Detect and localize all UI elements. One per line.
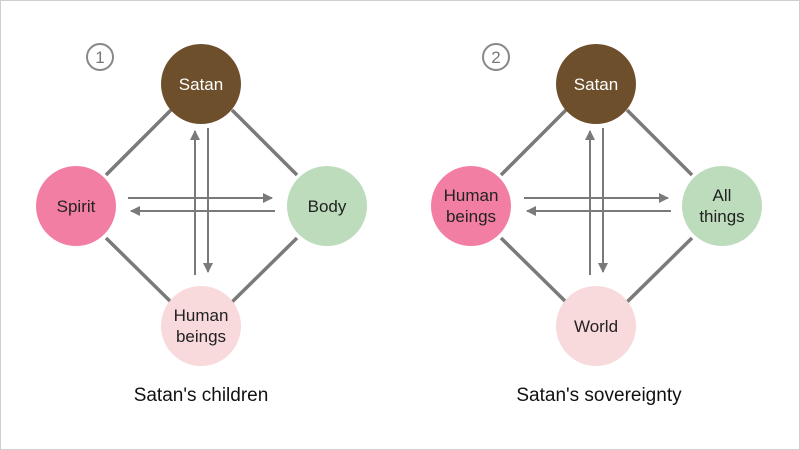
diagram-2-caption: Satan's sovereignty [516,385,682,406]
diagram-1-arrows [128,128,275,275]
connector-top-left [104,108,173,177]
node-label: World [574,317,618,336]
node-label-line-2: beings [176,327,226,346]
diagram-1-number-badge: 1 [86,43,114,71]
diagram-2-connectors [499,108,694,304]
connector-top-left [499,108,568,177]
diagram-1-node-bottom: Human beings [161,286,241,366]
node-label-line-2: things [699,207,744,226]
diagram-2-number: 2 [491,48,500,67]
diagram-2-arrows [524,128,671,275]
diagram-1-node-top: Satan [161,44,241,124]
node-label: Body [308,197,347,216]
connector-right-bottom [625,236,694,304]
node-label: Satan [179,75,223,94]
diagram-2-node-right: All things [682,166,762,246]
diagram-1-node-left: Spirit [36,166,116,246]
connector-right-bottom [230,236,299,304]
diagram-1-number: 1 [95,48,104,67]
diagram-1-connectors [104,108,299,304]
connector-top-right [625,108,694,177]
diagram-2: 2 Satan Human beings All things [431,43,762,406]
node-label-line-2: beings [446,207,496,226]
node-label-line-1: Human [174,306,229,325]
diagram-1-node-right: Body [287,166,367,246]
connector-left-bottom [499,236,568,304]
diagram-1: 1 Satan Spirit Body [36,43,367,406]
connector-top-right [230,108,299,177]
node-label: Spirit [57,197,96,216]
diagram-2-node-top: Satan [556,44,636,124]
diagram-2-node-left: Human beings [431,166,511,246]
diagram-2-node-bottom: World [556,286,636,366]
node-label-line-1: Human [444,186,499,205]
connector-left-bottom [104,236,173,304]
node-label-line-1: All [713,186,732,205]
node-label: Satan [574,75,618,94]
diagram-1-caption: Satan's children [134,385,269,406]
diagram-2-number-badge: 2 [482,43,510,71]
